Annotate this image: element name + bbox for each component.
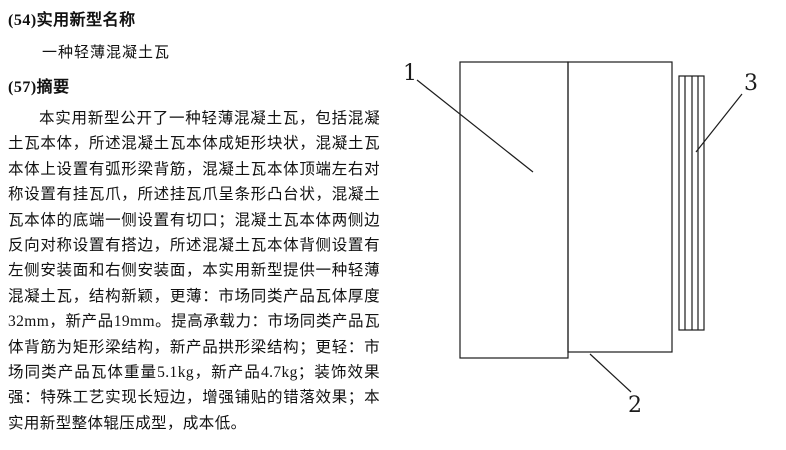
- patent-drawing: 1 2 3: [403, 61, 758, 418]
- patent-figure: 1 2 3: [386, 0, 786, 450]
- field-57-label: (57)摘要: [8, 79, 70, 96]
- leader-line-1: [416, 79, 534, 173]
- invention-title: 一种轻薄混凝土瓦: [42, 45, 171, 61]
- figure-label-3: 3: [744, 71, 758, 96]
- field-54-label: (54)实用新型名称: [8, 12, 136, 29]
- leader-line-3: [695, 93, 743, 153]
- figure-label-2: 2: [628, 393, 642, 418]
- abstract-paragraph: 本实用新型公开了一种轻薄混凝土瓦，包括混凝土瓦本体，所述混凝土瓦本体成矩形块状，…: [8, 110, 380, 432]
- tile-body-left-panel: [459, 61, 569, 359]
- tile-body-right-panel: [567, 61, 673, 353]
- leader-line-2: [589, 353, 632, 393]
- abstract-text-column: (54)实用新型名称 一种轻薄混凝土瓦 (57)摘要 本实用新型公开了一种轻薄混…: [8, 6, 380, 436]
- figure-label-1: 1: [403, 61, 417, 86]
